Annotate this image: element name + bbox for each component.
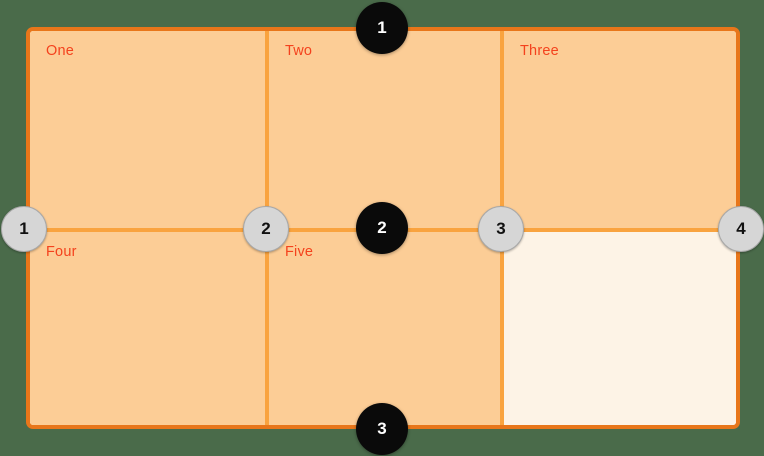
grid-cell-empty[interactable]: [504, 232, 736, 425]
column-line-handle-label-4: 4: [736, 219, 746, 238]
grid-frame: One Two Three Four Five: [26, 27, 740, 429]
grid-cell-label-four: Four: [46, 244, 77, 260]
grid-cell-two[interactable]: Two: [269, 31, 500, 228]
grid-cell-label-three: Three: [520, 43, 559, 59]
row-line-handle-2[interactable]: 2: [356, 202, 408, 254]
column-line-handle-4[interactable]: 4: [718, 206, 764, 252]
column-line-handle-label-1: 1: [19, 219, 29, 238]
grid-cell-one[interactable]: One: [30, 31, 265, 228]
grid-cell-label-two: Two: [285, 43, 313, 59]
grid-cell-five[interactable]: Five: [269, 232, 500, 425]
grid-cell-label-one: One: [46, 43, 75, 59]
row-line-handle-3[interactable]: 3: [356, 403, 408, 455]
column-line-handle-2[interactable]: 2: [243, 206, 289, 252]
column-line-handle-3[interactable]: 3: [478, 206, 524, 252]
row-line-handle-label-3: 3: [377, 419, 387, 438]
grid-cell-four[interactable]: Four: [30, 232, 265, 425]
row-line-handle-label-2: 2: [377, 218, 387, 237]
grid-cell-three[interactable]: Three: [504, 31, 736, 228]
column-line-handle-label-2: 2: [261, 219, 271, 238]
grid-cell-label-five: Five: [285, 244, 314, 260]
row-line-handle-1[interactable]: 1: [356, 2, 408, 54]
row-line-handle-label-1: 1: [377, 18, 387, 37]
column-line-handle-label-3: 3: [496, 219, 506, 238]
column-line-handle-1[interactable]: 1: [1, 206, 47, 252]
